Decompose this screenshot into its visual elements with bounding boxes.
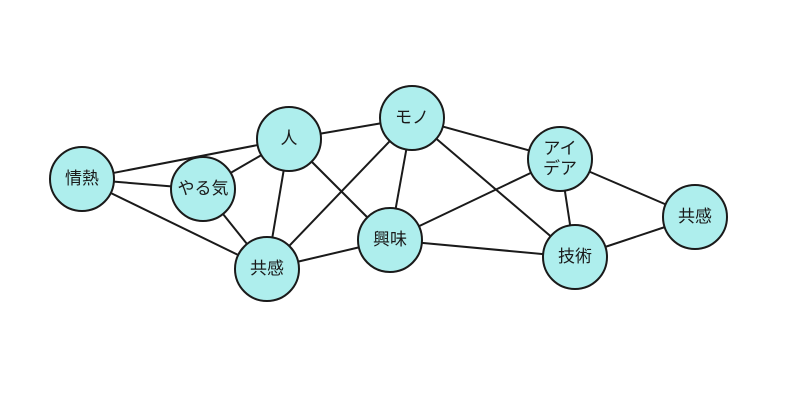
edge-n3-n6: [310, 160, 369, 219]
node-n5[interactable]: モノ: [379, 85, 445, 151]
node-n6[interactable]: 興味: [357, 207, 423, 273]
node-label: 共感: [250, 259, 284, 279]
edge-n2-n3: [230, 154, 262, 174]
edge-n8-n9: [605, 226, 665, 248]
edge-n4-n5: [288, 140, 391, 247]
node-n2[interactable]: やる気: [170, 156, 236, 222]
edge-n2-n4: [222, 213, 248, 245]
node-circle: [379, 85, 445, 151]
node-label: 興味: [373, 230, 407, 250]
edge-n7-n8: [563, 190, 572, 226]
node-label: アイ: [543, 139, 576, 159]
node-n9[interactable]: 共感: [662, 184, 728, 250]
node-circle: [527, 126, 593, 192]
node-n4[interactable]: 共感: [234, 236, 300, 302]
edge-layer: [110, 122, 666, 263]
edge-n6-n8: [421, 241, 544, 256]
node-circle: [234, 236, 300, 302]
node-label: やる気: [178, 179, 229, 199]
node-circle: [662, 184, 728, 250]
edge-n4-n6: [297, 246, 360, 263]
node-label: 情熱: [65, 169, 99, 189]
node-circle: [357, 207, 423, 273]
node-circle: [256, 106, 322, 172]
edge-n6-n7: [418, 171, 532, 228]
node-n1[interactable]: 情熱: [49, 146, 115, 212]
edge-n3-n4: [271, 170, 285, 238]
edge-n3-n5: [320, 122, 381, 135]
node-circle: [49, 146, 115, 212]
node-label: デア: [543, 158, 577, 179]
edge-n5-n7: [442, 125, 530, 152]
node-circle: [170, 156, 236, 222]
node-label: 技術: [558, 247, 592, 267]
node-circle: [542, 224, 608, 290]
edge-n5-n8: [435, 138, 552, 237]
node-label: 共感: [678, 207, 712, 227]
edge-n1-n4: [110, 192, 239, 256]
node-label: モノ: [395, 108, 429, 128]
node-layer: 情熱やる気人共感モノ興味アイデア技術共感: [49, 85, 728, 302]
edge-n5-n6: [394, 149, 408, 209]
node-n8[interactable]: 技術: [542, 224, 608, 290]
node-label: 人: [281, 129, 298, 149]
edge-n1-n2: [113, 180, 172, 188]
node-n3[interactable]: 人: [256, 106, 322, 172]
edge-n1-n3: [113, 144, 258, 174]
edge-n7-n9: [589, 170, 666, 206]
